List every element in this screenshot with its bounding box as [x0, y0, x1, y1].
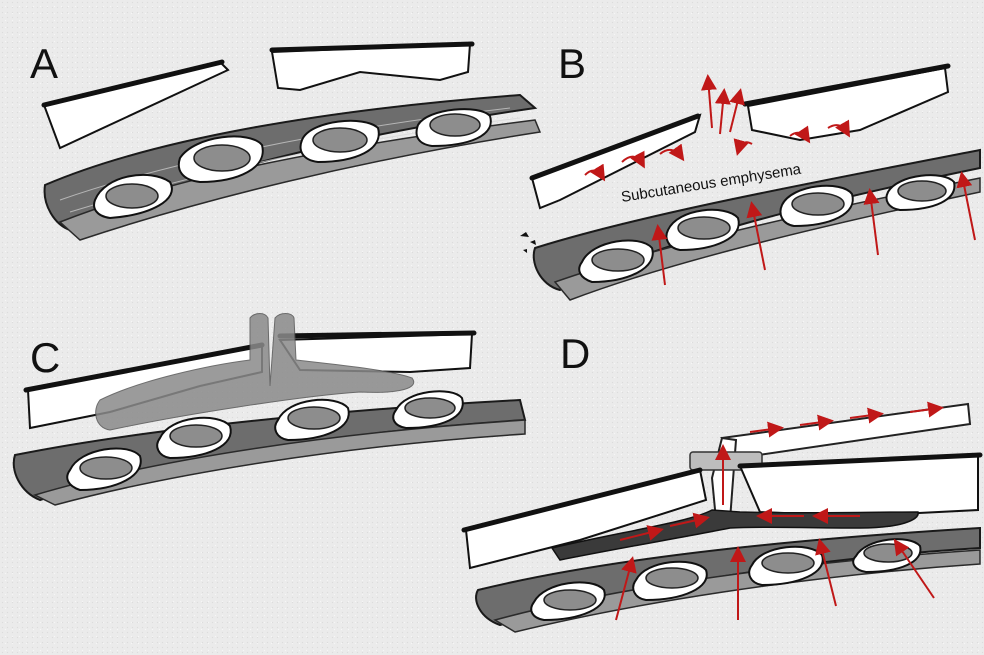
panel-d: D — [464, 330, 980, 632]
panel-c-letter: C — [30, 334, 60, 381]
escape-arrow-1 — [708, 78, 712, 128]
spread-arrow-4 — [738, 142, 752, 152]
panel-a: A — [30, 40, 540, 240]
spread-arrow-3 — [660, 150, 682, 158]
panel-c: C — [14, 314, 525, 506]
escape-arrow-2 — [720, 92, 724, 134]
skin-flap-left — [44, 62, 228, 148]
panel-d-letter: D — [560, 330, 590, 377]
skin-surface-right — [280, 333, 474, 336]
skin-flap-right — [748, 68, 948, 140]
escape-arrow-3 — [730, 92, 740, 132]
panel-b-letter: B — [558, 40, 586, 87]
panel-a-letter: A — [30, 40, 58, 87]
panel-b: B Subcutaneous emphysema — [520, 40, 980, 300]
